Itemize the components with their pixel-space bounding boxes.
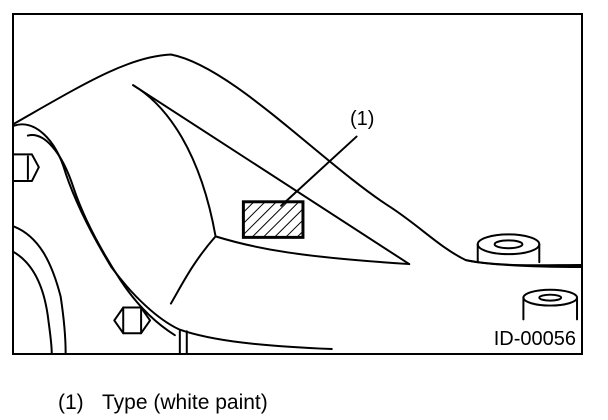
housing-curve-left: [14, 225, 67, 353]
rib-lower-surface: [169, 235, 217, 305]
callout-leader-line: [280, 135, 358, 207]
boss-right: [476, 233, 541, 264]
line-drawing: [14, 53, 581, 353]
rear-edge-line: [464, 259, 581, 269]
legend-number: (1): [58, 390, 84, 414]
legend-item: (1) Type (white paint): [58, 389, 268, 415]
rib-triangle-curved-edge: [132, 84, 217, 238]
callout-label: (1): [350, 108, 375, 130]
boss-lower-right: [522, 288, 579, 321]
bolt-lower-left: [113, 306, 152, 335]
housing-curve-left-inner: [14, 251, 53, 353]
housing-inner-flange: [26, 134, 176, 337]
legend-text: Type (white paint): [102, 390, 268, 414]
bolt-upper-left: [14, 153, 40, 183]
transmission-illustration: (1) ID-00056: [12, 13, 583, 355]
figure-id: ID-00056: [493, 328, 576, 350]
rib-triangle-top-edge: [132, 84, 411, 266]
type-label-hatched-patch: [241, 200, 305, 239]
rib-triangle-bottom-edge: [214, 235, 411, 266]
